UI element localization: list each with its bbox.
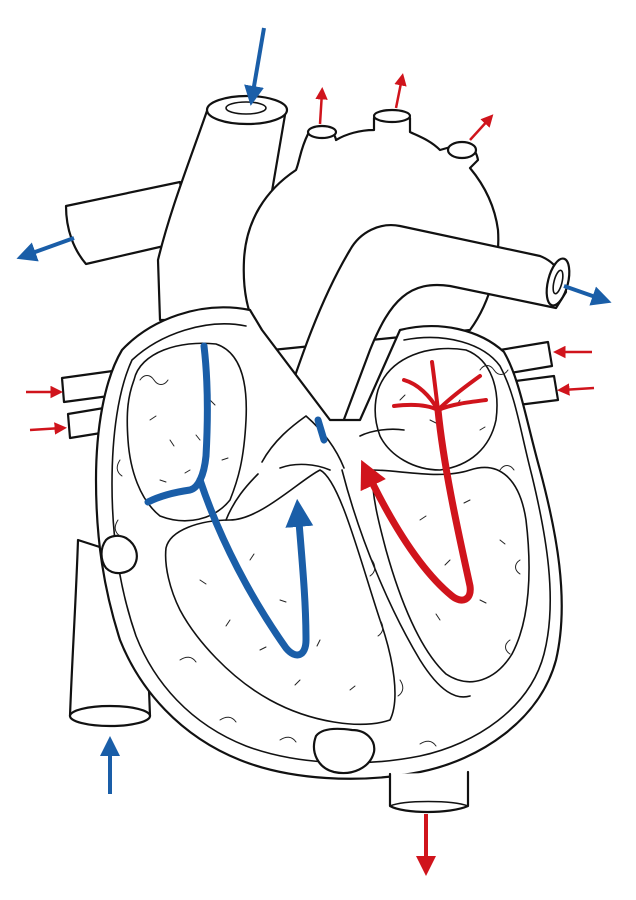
external-arrows — [16, 27, 612, 876]
aortic-branch-arrow-1 — [315, 87, 328, 125]
left-atrium-branch-2 — [392, 402, 440, 412]
myocardium-texture — [114, 365, 521, 747]
left-ventricle-flow-path — [360, 406, 474, 604]
left-atrium-branch-4 — [436, 398, 488, 412]
svc-inflow-arrow — [244, 27, 266, 106]
oxygenated-flow — [360, 360, 488, 604]
left-pulmonary-outflow-arrow — [16, 236, 75, 262]
left-atrium-branch-5 — [430, 360, 440, 412]
right-pulmonary-vein-arrow-2 — [557, 383, 595, 396]
descending-aorta — [388, 770, 470, 814]
pulmonary-outflow-path — [314, 416, 328, 444]
right-pulmonary-outflow-arrow — [563, 284, 612, 306]
left-pulmonary-vein-arrow-2 — [29, 422, 67, 435]
right-heart-flow-path — [144, 342, 211, 506]
pulmonary-trunk — [278, 224, 571, 432]
aortic-branch-arrow-2 — [394, 73, 407, 109]
aortic-branch-arrow-3 — [469, 114, 494, 141]
heart-body — [94, 306, 563, 780]
deoxygenated-flow — [144, 342, 328, 659]
right-ventricle-flow-path — [196, 476, 314, 659]
